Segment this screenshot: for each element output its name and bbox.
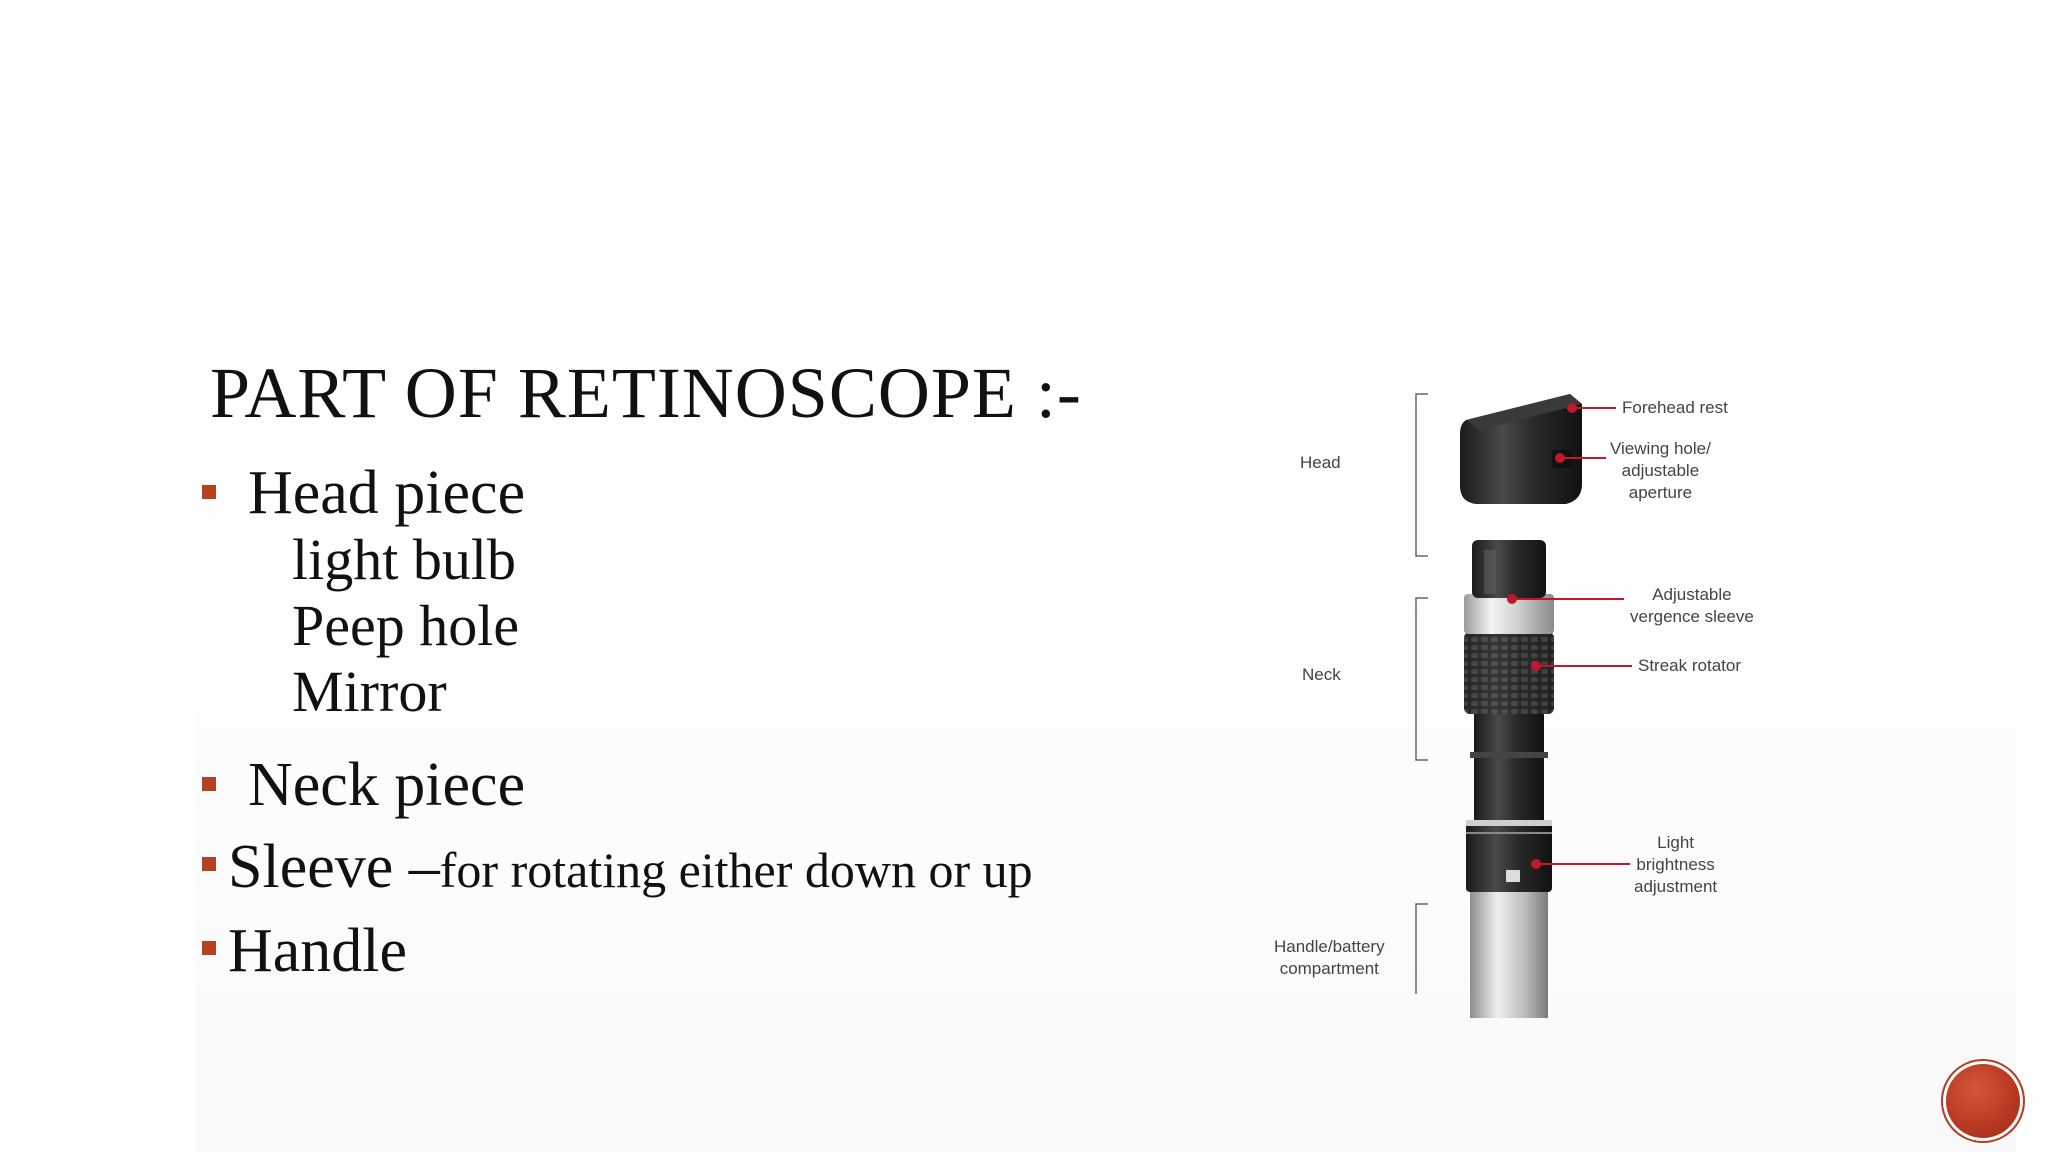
bullet-label: Neck piece [248, 751, 526, 819]
callout-vergence-line1: Adjustable [1652, 585, 1732, 604]
callout-brightness-line2: brightness [1636, 855, 1715, 874]
callout-viewing-line2: adjustable [1621, 461, 1700, 480]
label-handle-compartment: Handle/battery compartment [1274, 936, 1385, 980]
retinoscope-diagram: Head Neck Handle/battery compartment For… [1270, 380, 1810, 1020]
sub-item-peep-hole: Peep hole [292, 593, 520, 658]
bullet-marker-icon [202, 777, 216, 791]
callout-viewing-hole: Viewing hole/ adjustable aperture [1610, 438, 1711, 504]
bullet-description: for rotating either down or up [439, 842, 1033, 898]
sub-bullet-list: light bulb Peep hole Mirror [198, 526, 1238, 724]
bullet-marker-icon [202, 857, 216, 871]
bullet-label: Handle [228, 917, 408, 985]
sub-item-light-bulb: light bulb [292, 527, 516, 592]
label-head: Head [1300, 453, 1341, 472]
callout-forehead-rest: Forehead rest [1622, 398, 1728, 417]
callout-light-brightness: Light brightness adjustment [1634, 832, 1717, 898]
callout-vergence-line2: vergence sleeve [1630, 607, 1754, 626]
bullet-sleeve: Sleeve – for rotating either down or up [198, 832, 1238, 916]
callout-streak-rotator: Streak rotator [1638, 656, 1741, 675]
retinoscope-illustration [1415, 393, 1632, 1018]
bullet-label: Head piece [248, 459, 526, 527]
slide-title: PART OF RETINOSCOPE :- [210, 353, 1082, 433]
callout-brightness-line3: adjustment [1634, 877, 1718, 896]
label-neck: Neck [1302, 665, 1341, 684]
sub-list-container: light bulb Peep hole Mirror [198, 526, 1238, 724]
label-handle-line1: Handle/battery [1274, 937, 1385, 956]
bullet-label: Sleeve – [228, 833, 440, 901]
sub-item-mirror: Mirror [292, 659, 447, 724]
label-handle-line2: compartment [1279, 959, 1379, 978]
content-panel [196, 360, 2016, 1152]
callout-brightness-line1: Light [1657, 833, 1695, 852]
callout-viewing-line1: Viewing hole/ [1610, 439, 1711, 458]
bullet-neck-piece: Neck piece [198, 750, 1238, 819]
bullet-list: Head piece light bulb Peep hole Mirror N… [198, 458, 1238, 986]
bullet-handle: Handle [198, 916, 1238, 986]
page-badge-icon [1946, 1064, 2020, 1138]
callout-viewing-line3: aperture [1628, 483, 1693, 502]
bullet-marker-icon [202, 485, 216, 499]
callout-vergence-sleeve: Adjustable vergence sleeve [1630, 584, 1754, 628]
bullet-head-piece: Head piece [198, 458, 1238, 527]
bullet-marker-icon [202, 941, 216, 955]
